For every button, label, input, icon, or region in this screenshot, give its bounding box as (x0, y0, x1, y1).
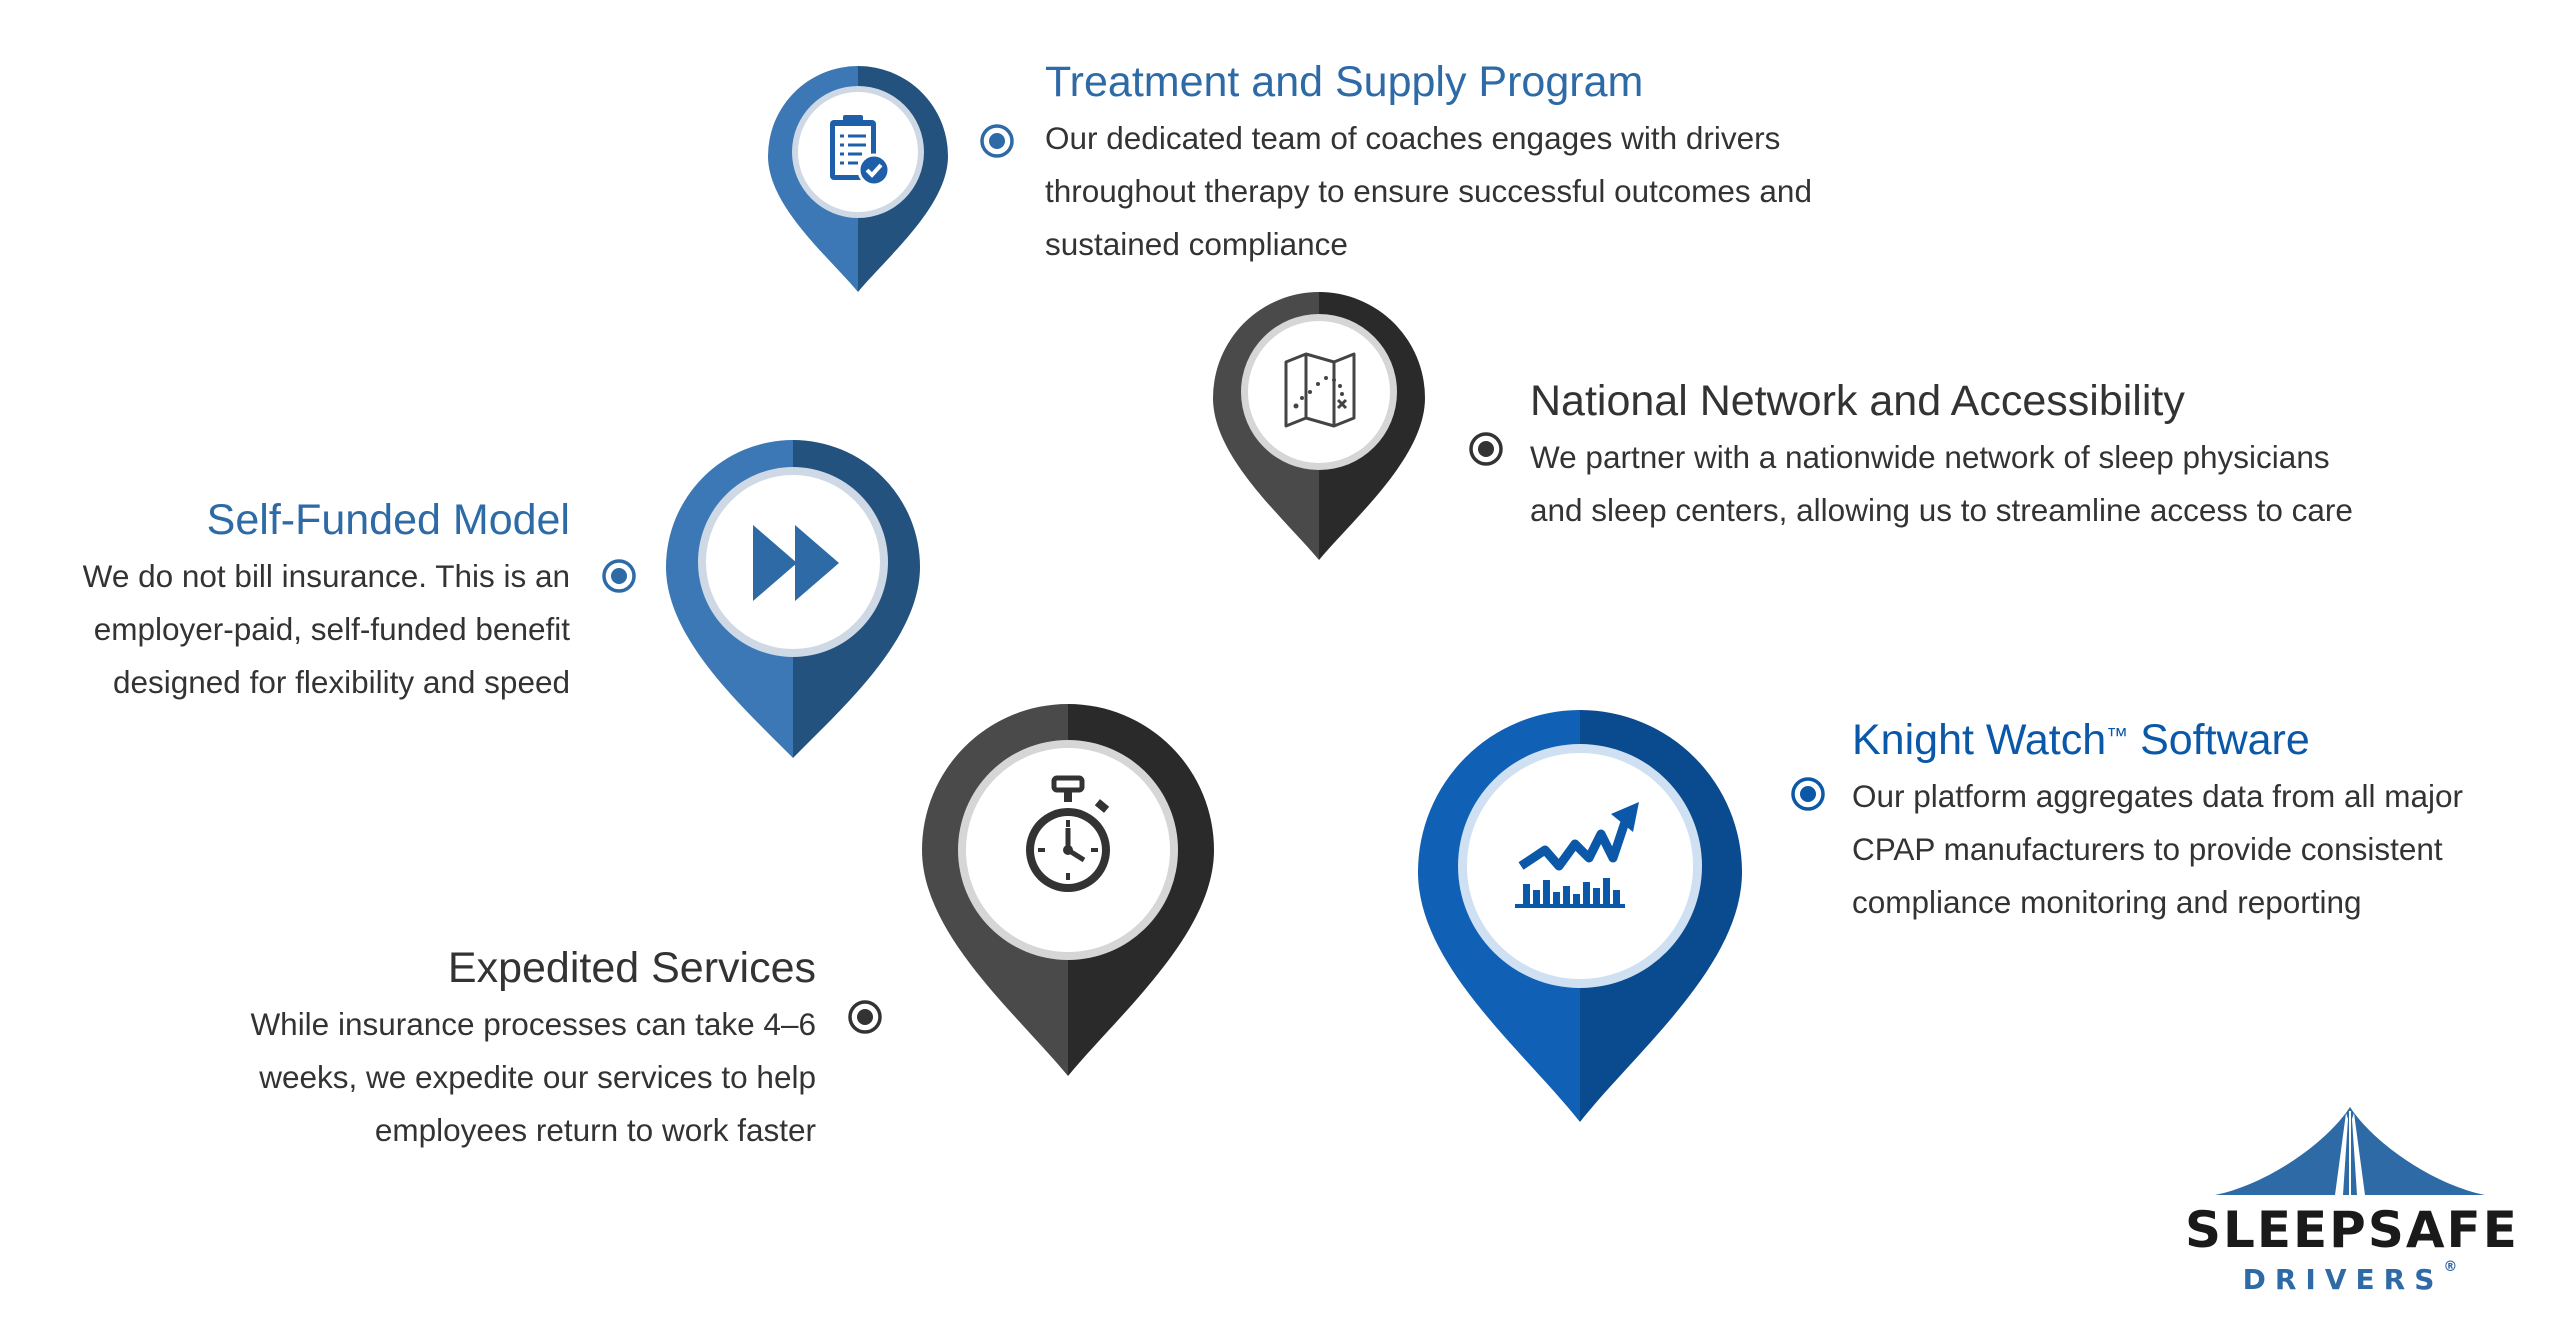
knightwatch-pin (1418, 710, 1742, 1122)
expedited-pin (922, 704, 1214, 1076)
treatment-bullet-icon (978, 122, 1016, 165)
knightwatch-line-1: Our platform aggregates data from all ma… (1852, 778, 2464, 814)
logo-subtitle-text: DRIVERS (2242, 1263, 2444, 1296)
selffunded-line-3: designed for flexibility and speed (112, 664, 570, 700)
treatment-description: Our dedicated team of coaches engages wi… (1045, 112, 1812, 271)
selffunded-line-2: employer-paid, self-funded benefit (93, 611, 570, 647)
knightwatch-title-main: Knight Watch (1852, 716, 2107, 764)
chart-trend-icon (1515, 800, 1647, 912)
treatment-line-2: throughout therapy to ensure successful … (1045, 173, 1812, 209)
knightwatch-description: Our platform aggregates data from all ma… (1852, 770, 2463, 929)
fast-forward-icon (749, 521, 843, 605)
knightwatch-title: Knight Watch™ Software (1852, 714, 2463, 766)
treatment-line-3: sustained compliance (1045, 226, 1348, 262)
network-title: National Network and Accessibility (1530, 377, 2185, 425)
stopwatch-icon (1018, 774, 1118, 904)
selffunded-bullet-icon (600, 557, 638, 600)
selffunded-line-1: We do not bill insurance. This is an (82, 558, 570, 594)
knightwatch-bullet-icon (1789, 775, 1827, 818)
expedited-title: Expedited Services (447, 944, 816, 992)
treatment-title: Treatment and Supply Program (1045, 58, 1644, 106)
selffunded-title: Self-Funded Model (206, 496, 570, 544)
expedited-section: Expedited Services While insurance proce… (160, 942, 816, 1157)
treatment-section: Treatment and Supply Program Our dedicat… (1045, 56, 1812, 271)
expedited-description: While insurance processes can take 4–6 w… (160, 998, 816, 1157)
logo-wordmark: SLEEPSAFE (2185, 1201, 2519, 1259)
knightwatch-line-2: CPAP manufacturers to provide consistent (1852, 831, 2443, 867)
expedited-bullet-icon (846, 998, 884, 1041)
trademark-symbol: ™ (2106, 723, 2129, 748)
knightwatch-line-3: compliance monitoring and reporting (1852, 884, 2362, 920)
selffunded-section: Self-Funded Model We do not bill insuran… (30, 494, 570, 709)
network-description: We partner with a nationwide network of … (1530, 431, 2353, 537)
knightwatch-title-rest: Software (2128, 716, 2310, 764)
map-icon (1282, 350, 1358, 430)
clipboard-check-icon (818, 112, 898, 192)
treatment-line-1: Our dedicated team of coaches engages wi… (1045, 120, 1781, 156)
sleepsafe-logo: SLEEPSAFE DRIVERS® (2185, 1105, 2519, 1305)
network-line-1: We partner with a nationwide network of … (1530, 439, 2330, 475)
network-bullet-icon (1467, 430, 1505, 473)
expedited-line-3: employees return to work faster (374, 1112, 816, 1148)
registered-symbol: ® (2443, 1259, 2458, 1275)
network-section: National Network and Accessibility We pa… (1530, 375, 2353, 537)
selffunded-description: We do not bill insurance. This is an emp… (30, 550, 570, 709)
logo-subtitle: DRIVERS® (2185, 1259, 2515, 1296)
expedited-line-1: While insurance processes can take 4–6 (250, 1006, 816, 1042)
network-line-2: and sleep centers, allowing us to stream… (1530, 492, 2353, 528)
logo-tent-icon (2215, 1107, 2485, 1195)
knightwatch-section: Knight Watch™ Software Our platform aggr… (1852, 714, 2463, 929)
expedited-line-2: weeks, we expedite our services to help (259, 1059, 816, 1095)
